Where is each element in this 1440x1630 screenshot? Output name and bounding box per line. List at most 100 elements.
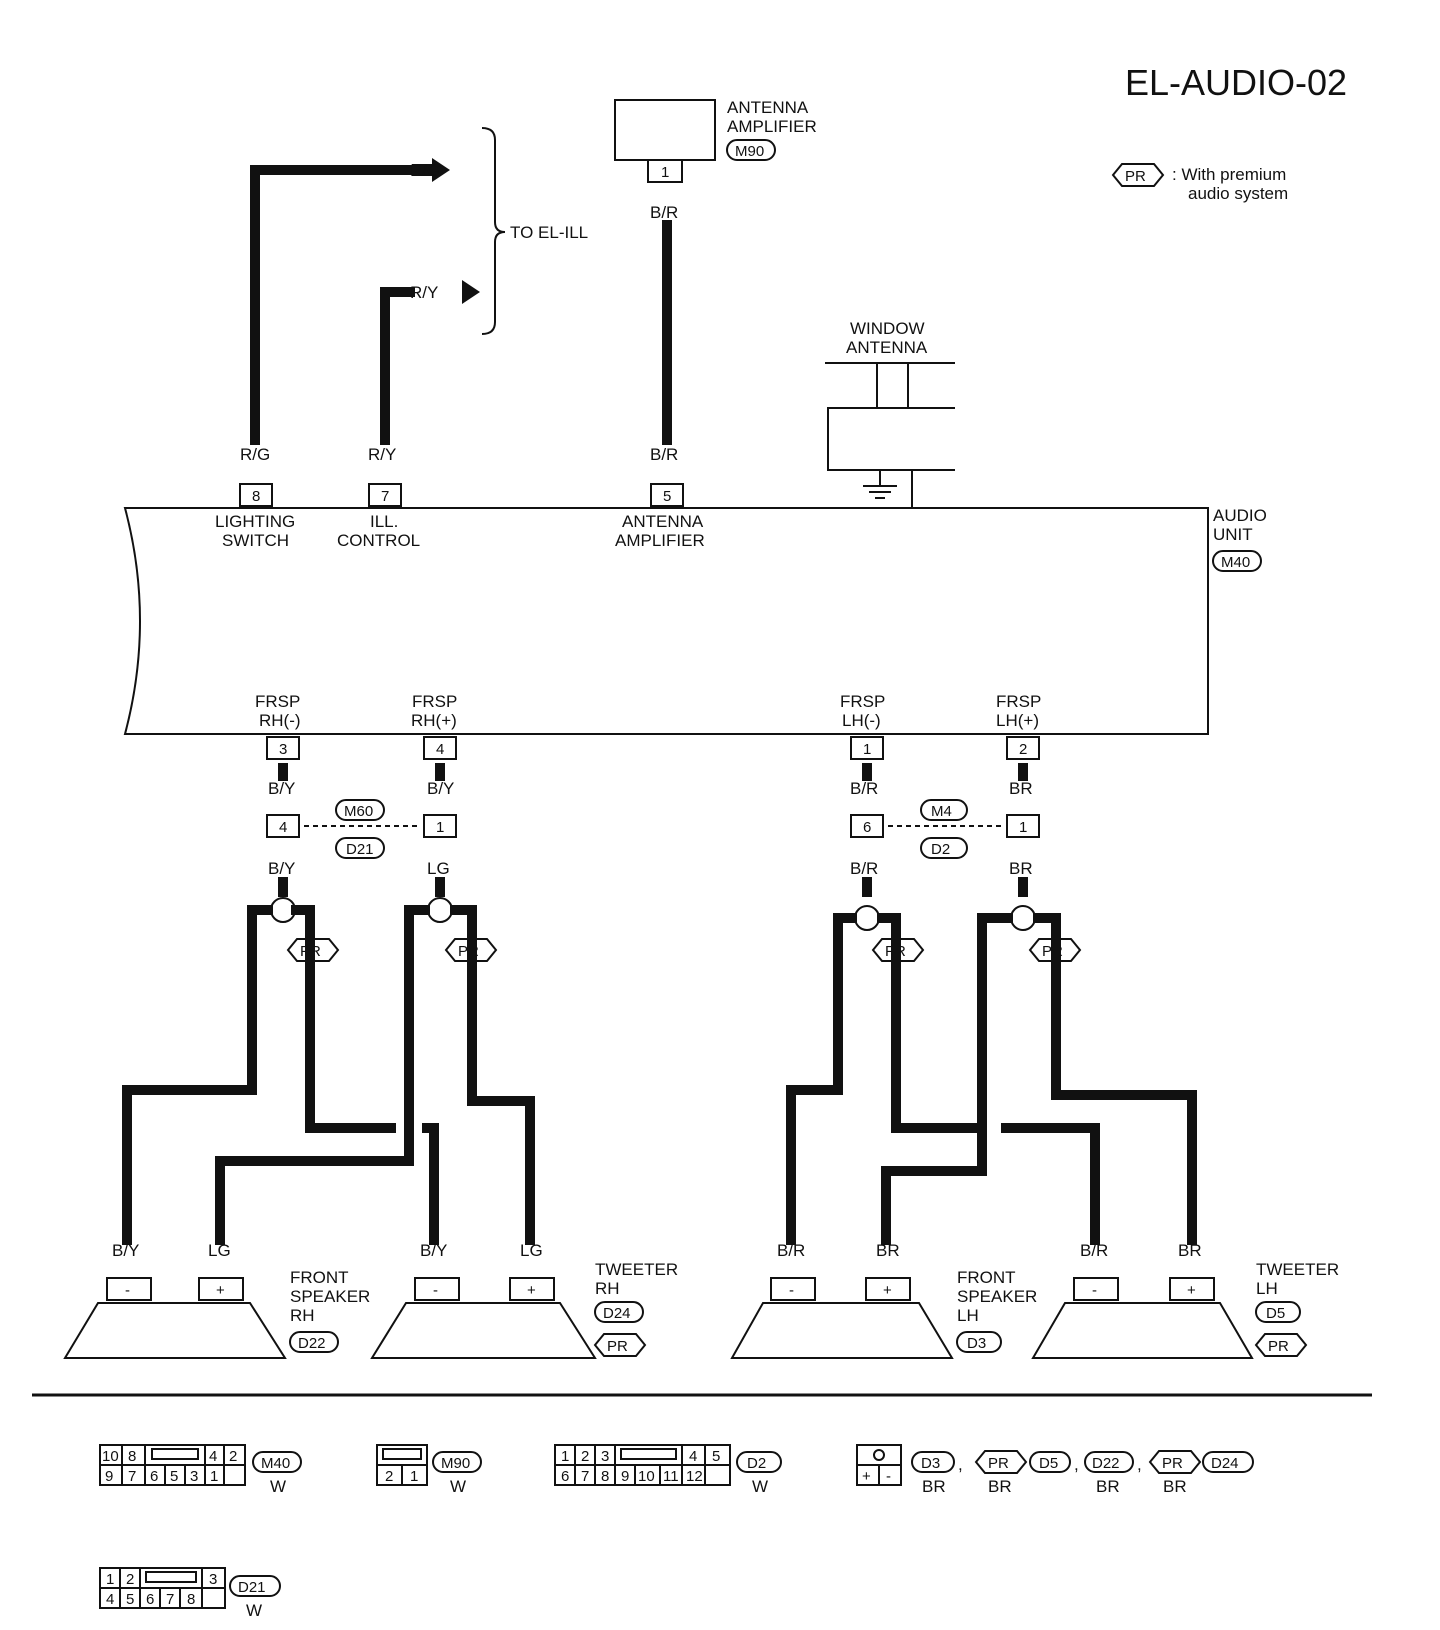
ry-wire-label-top: R/Y [410, 283, 438, 302]
spk1-body [63, 1302, 287, 1359]
frsp-rh-minus-label-1: FRSP [255, 692, 300, 711]
rh-joint-a-box [266, 814, 300, 838]
d21-bot-1: 4 [106, 1591, 114, 1608]
pin-4-box [423, 736, 457, 760]
m90-bot-2: 1 [410, 1468, 418, 1485]
d21-id: D21 [238, 1579, 266, 1596]
legend: PR : With premium audio system [1111, 163, 1288, 203]
audio-unit-label-2: UNIT [1213, 525, 1253, 544]
spk4-body [1031, 1302, 1254, 1359]
lh-b-splice [1010, 905, 1036, 931]
m40-top-1: 10 [102, 1448, 119, 1465]
d2-bot-6: 11 [663, 1468, 679, 1485]
audio-unit-label-1: AUDIO [1213, 506, 1267, 525]
spk2-pr: PR [607, 1338, 628, 1355]
rh-b-wire-label-1: B/Y [427, 779, 454, 798]
legend-text-2: audio system [1188, 184, 1288, 203]
m90-lock-icon [382, 1448, 422, 1460]
d21-bot-2: 5 [126, 1591, 134, 1608]
rh-joint-b-box [423, 814, 457, 838]
d2-id-badge [736, 1451, 782, 1473]
m40-top-2: 8 [128, 1448, 136, 1465]
lh-b-wire-label-2: BR [1009, 859, 1033, 878]
spk2-plus: + [527, 1282, 536, 1299]
m40-id-badge [252, 1451, 302, 1473]
spk2-connector: D24 [603, 1305, 631, 1322]
spk-color-3: BR [1096, 1477, 1120, 1496]
rh-front-minus-wire [122, 905, 273, 1245]
spk-color-2: BR [988, 1477, 1012, 1496]
spk3-plus-box [865, 1277, 911, 1301]
spk3-wire-minus: B/R [777, 1241, 805, 1260]
d21-bot-5: 8 [187, 1591, 195, 1608]
window-antenna-label-1: WINDOW [850, 319, 925, 338]
lh-tweeter-minus-wire-b [1001, 1123, 1100, 1245]
spk1-name-3: RH [290, 1306, 315, 1325]
spk-id-6: D24 [1211, 1455, 1239, 1472]
rh-joint-b-pin: 1 [436, 819, 444, 836]
pin-7-label-2: CONTROL [337, 531, 420, 550]
antenna-amplifier: 1 ANTENNA AMPLIFIER M90 B/R B/R [614, 98, 817, 464]
antenna-amplifier-pin: 1 [661, 164, 669, 181]
lh-connector-bottom-badge [920, 837, 968, 859]
rh-joint-a-pin: 4 [279, 819, 287, 836]
spk-id-4: D22 [1092, 1455, 1120, 1472]
lh-tweeter-plus-wire [1033, 913, 1197, 1245]
pin-2: 2 [1019, 741, 1027, 758]
d2-bot-2: 7 [581, 1468, 589, 1485]
lh-front-minus-wire [786, 913, 857, 1245]
rh-tweeter-minus-wire-b [422, 1123, 439, 1245]
spk4-pr-icon [1254, 1333, 1308, 1357]
d21-top-1: 1 [106, 1571, 114, 1588]
spk2-plus-box [509, 1277, 555, 1301]
spk3-body [730, 1302, 954, 1359]
tweeter-lh: B/R BR - + TWEETER LH D5 PR [1031, 1241, 1339, 1359]
front-speaker-lh: B/R BR - + FRONT SPEAKER LH D3 [730, 1241, 1037, 1359]
spk-id-2: PR [988, 1455, 1009, 1472]
m40-top-4: 4 [209, 1448, 217, 1465]
ry-wire [380, 287, 415, 445]
pin-1: 1 [863, 741, 871, 758]
spk-sep-1: , [958, 1455, 963, 1474]
antenna-amplifier-label-2: AMPLIFIER [727, 117, 817, 136]
pin-2-box [1006, 736, 1040, 760]
frsp-lh-plus-label-2: LH(+) [996, 711, 1039, 730]
d21-bot-4: 7 [166, 1591, 174, 1608]
m40-bot-4: 5 [170, 1468, 178, 1485]
connector-view-d21: 1 2 3 4 5 6 7 8 D21 W [99, 1567, 281, 1620]
connector-view-d2: 1 2 3 4 5 6 7 8 9 10 11 12 D2 W [554, 1444, 782, 1496]
rh-tweeter-plus-wire [450, 905, 535, 1245]
rg-wire-label-top: R/G [410, 161, 440, 180]
m40-top-5: 2 [229, 1448, 237, 1465]
m90-id-badge [432, 1451, 482, 1473]
spk4-plus: + [1187, 1282, 1196, 1299]
spk3-name-1: FRONT [957, 1268, 1016, 1287]
d2-lock-icon [620, 1448, 677, 1460]
rh-junction: B/Y B/Y 4 1 M60 D21 B/Y LG PR PR [266, 763, 498, 962]
lh-front-plus-wire [881, 913, 1013, 1245]
pin-4: 4 [436, 741, 444, 758]
d2-bot-5: 10 [638, 1468, 655, 1485]
spk-sep-3: , [1137, 1455, 1142, 1474]
lh-connector-top: M4 [931, 803, 952, 820]
pin-7: 7 [381, 488, 389, 505]
ry-arrow-icon [462, 280, 480, 304]
spk4-wire-minus: B/R [1080, 1241, 1108, 1260]
spk1-connector-badge [289, 1331, 339, 1353]
spk2-minus-box [414, 1277, 460, 1301]
pin-8-label-2: SWITCH [222, 531, 289, 550]
spk-key-icon [873, 1449, 885, 1461]
spk-bot-1: + [862, 1468, 871, 1485]
to-ill-brace [481, 127, 506, 335]
lh-joint-b-box [1006, 814, 1040, 838]
pin-8: 8 [252, 488, 260, 505]
antenna-amplifier-body [614, 99, 716, 161]
connector-view-m40: 10 8 4 2 9 7 6 5 3 1 M40 W [99, 1444, 302, 1496]
d2-top-2: 2 [581, 1448, 589, 1465]
d21-top-3: 3 [209, 1571, 217, 1588]
pin-8-box [239, 483, 273, 507]
rh-connector-bottom: D21 [346, 841, 374, 858]
lh-connector-bottom: D2 [931, 841, 950, 858]
antenna-wire-label-top: B/R [650, 203, 678, 222]
d2-id: D2 [747, 1455, 766, 1472]
